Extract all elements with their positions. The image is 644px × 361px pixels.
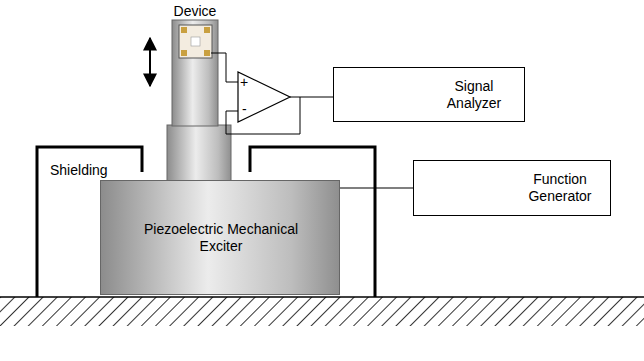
chip-pad bbox=[181, 27, 187, 33]
part-label: Device bbox=[174, 3, 217, 19]
exciter-body: Piezoelectric Mechanical Exciter bbox=[100, 180, 340, 295]
scope-knob bbox=[466, 200, 472, 206]
scope-wave bbox=[432, 174, 480, 194]
scope-screen bbox=[428, 171, 486, 197]
scope-icon bbox=[423, 167, 491, 209]
wire bbox=[211, 53, 238, 82]
pin-sign: + bbox=[240, 74, 248, 90]
node-text: Signal Analyzer bbox=[430, 78, 518, 112]
chip-die bbox=[191, 37, 200, 46]
pin-sign: - bbox=[242, 101, 247, 117]
ground-hatch bbox=[0, 297, 644, 326]
scope-knob bbox=[396, 107, 402, 113]
device-column bbox=[172, 20, 218, 126]
node-text: Function Generator bbox=[514, 171, 606, 205]
wire bbox=[290, 97, 334, 98]
op-amp bbox=[238, 72, 290, 122]
scope-knob bbox=[476, 200, 482, 206]
instrument-box: Function Generator bbox=[413, 160, 611, 216]
chip-pad bbox=[204, 27, 210, 33]
scope-icon bbox=[343, 74, 411, 116]
part-label: Shielding bbox=[50, 162, 108, 178]
scope-knob bbox=[386, 107, 392, 113]
instrument-box: Signal Analyzer bbox=[333, 67, 525, 122]
scope-wave bbox=[352, 81, 400, 101]
scope-frame bbox=[423, 167, 491, 209]
ground-line bbox=[0, 296, 644, 298]
feedback-wire bbox=[226, 97, 300, 134]
node-text: Piezoelectric Mechanical Exciter bbox=[141, 221, 301, 255]
connector bbox=[340, 187, 413, 188]
chip-pad bbox=[204, 50, 210, 56]
chip-pad bbox=[181, 50, 187, 56]
motion-arrow bbox=[149, 38, 151, 86]
mount-column bbox=[167, 125, 231, 181]
chip bbox=[179, 25, 212, 58]
scope-screen bbox=[348, 78, 406, 104]
scope-frame bbox=[343, 74, 411, 116]
